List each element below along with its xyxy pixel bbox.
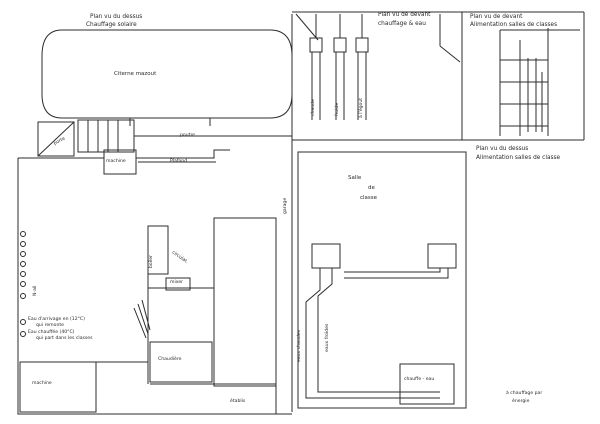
machine-big-label: machine bbox=[32, 381, 52, 386]
water-heater-box bbox=[400, 364, 454, 404]
valve-c bbox=[356, 38, 368, 52]
door-block bbox=[38, 122, 74, 156]
plan-top-left-title: Plan vu du dessus bbox=[90, 14, 143, 20]
ceiling-label: Plafond bbox=[170, 159, 188, 164]
pipe-left-label: eaux chaudes bbox=[297, 329, 302, 362]
inner-room-outline bbox=[214, 218, 276, 386]
water-heater-label: chauffe - eau bbox=[404, 377, 435, 382]
legend-line1: Eau d'arrivage en (12°C) bbox=[28, 317, 85, 322]
beam-label: poutre bbox=[180, 133, 196, 138]
room-label-3: classe bbox=[360, 195, 378, 201]
bottom-label: établis bbox=[230, 399, 246, 404]
plan-top-left-subtitle: Chauffage solaire bbox=[86, 22, 137, 28]
plan-front-title: Plan vu de devant bbox=[378, 12, 431, 18]
machine-small-label: machine bbox=[106, 159, 126, 164]
valve-a bbox=[310, 38, 322, 52]
riser-frame bbox=[500, 28, 580, 136]
plan-front-subtitle: chauffage & eau bbox=[378, 21, 426, 27]
mixer-label: mixer bbox=[170, 280, 184, 285]
radiator-left bbox=[312, 244, 340, 268]
boiler-label: boiler bbox=[149, 255, 154, 268]
pipe-right-label: eaux froides bbox=[325, 323, 330, 352]
left-wall-label: N-ail bbox=[33, 285, 38, 296]
tank-label: Citerne mazout bbox=[114, 71, 157, 77]
plan-bottom-right-title: Plan vu du dessus bbox=[476, 146, 529, 152]
machine-small-box bbox=[104, 150, 136, 174]
oil-tank-outline bbox=[42, 30, 292, 118]
heater-box bbox=[150, 342, 212, 382]
note-line1: à chauffage par bbox=[506, 391, 543, 396]
plan-front-right-subtitle: Alimentation salles de classes bbox=[470, 22, 558, 28]
plan-front-right-title: Plan vu de devant bbox=[470, 14, 523, 20]
pipe-loop-left bbox=[306, 268, 440, 398]
pipe-b-label: froide bbox=[335, 102, 340, 116]
heater-label: Chaudière bbox=[158, 357, 182, 362]
legend-line1b: qui remonte bbox=[36, 323, 65, 328]
legend-line2: Eau chauffée (40°C) bbox=[28, 330, 75, 335]
pipe-c-label: à l'égout bbox=[359, 97, 364, 118]
plan-bottom-right-subtitle: Alimentation salles de classe bbox=[476, 155, 561, 161]
pipe-loop-right bbox=[318, 268, 440, 392]
mixer-box bbox=[166, 278, 190, 290]
radiator-right bbox=[428, 244, 456, 268]
floor-plan-outline bbox=[18, 150, 292, 414]
legend-line2b: qui part dans les classes bbox=[36, 336, 93, 341]
valve-b bbox=[334, 38, 346, 52]
door-diagonal bbox=[38, 122, 74, 156]
side-label: garage bbox=[283, 197, 288, 214]
stairs bbox=[78, 120, 134, 152]
note-line2: énergie bbox=[512, 399, 530, 404]
pipe-a-label: chaude bbox=[311, 99, 316, 116]
classroom-outline bbox=[298, 152, 466, 408]
room-label-1: Salle bbox=[348, 175, 362, 181]
machine-big-box bbox=[20, 362, 96, 412]
pipe-markers bbox=[21, 232, 26, 337]
pipe-bundle bbox=[134, 300, 150, 338]
room-label-2: de bbox=[368, 185, 375, 191]
